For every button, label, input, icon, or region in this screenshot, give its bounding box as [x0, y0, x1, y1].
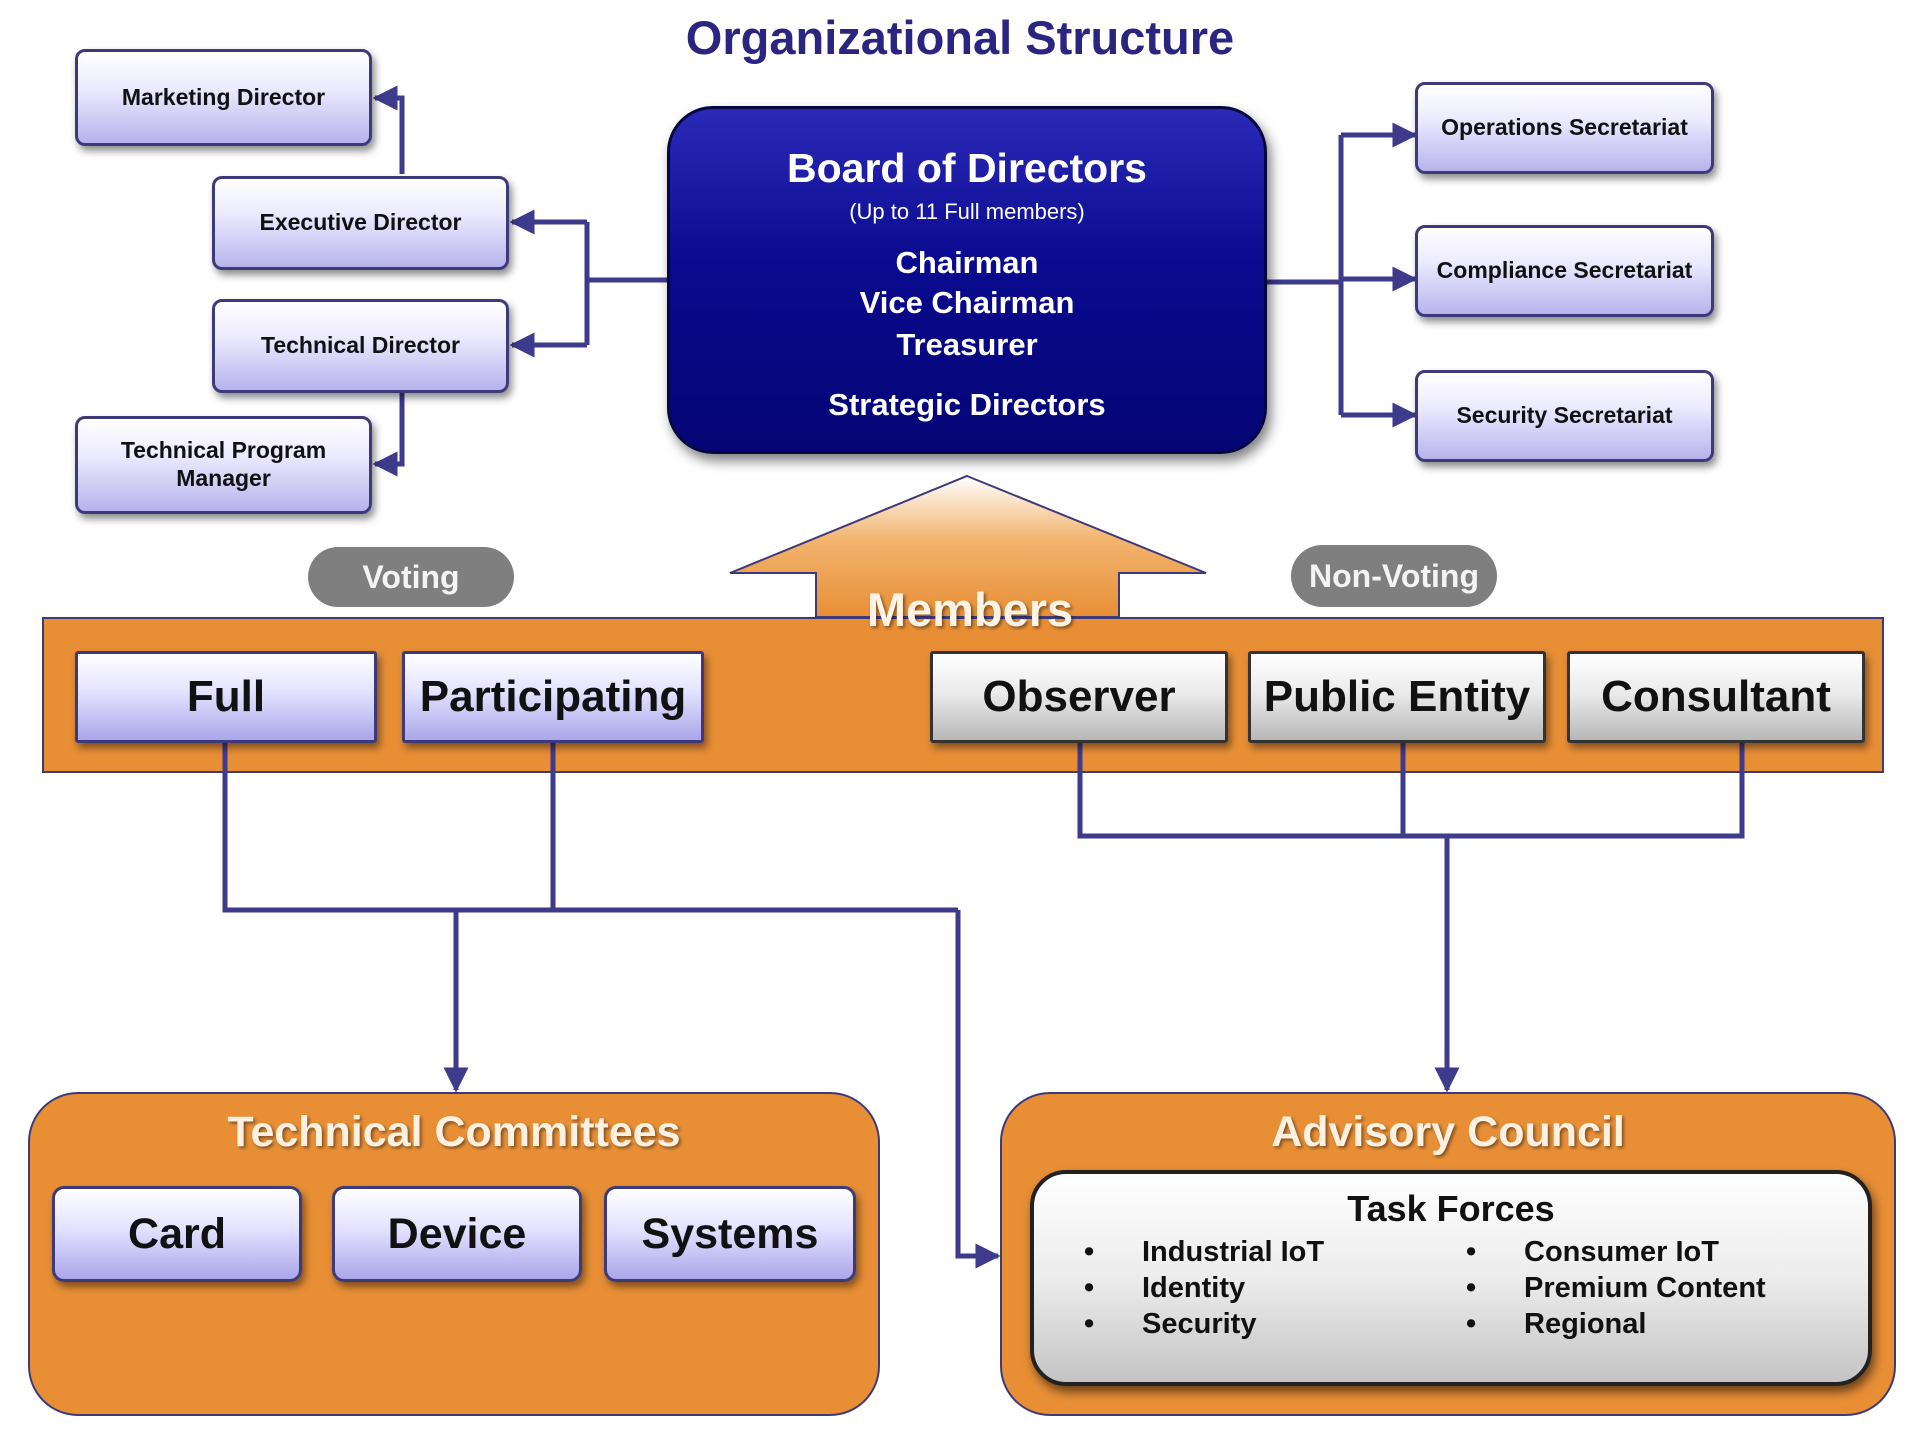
marketing-director-label: Marketing Director [121, 83, 326, 110]
technical-director-box: Technical Director [212, 299, 509, 393]
link-to-operations [1338, 135, 1415, 415]
member-full: Full [75, 651, 377, 743]
security-secretariat-box: Security Secretariat [1415, 370, 1714, 462]
technical-director-label: Technical Director [261, 332, 460, 359]
task-forces-box: Task Forces Industrial IoT Identity Secu… [1030, 1170, 1872, 1386]
diagram-title: Organizational Structure [685, 11, 1235, 64]
task-forces-list-left: Industrial IoT Identity Security [1084, 1234, 1324, 1342]
member-participating: Participating [402, 651, 704, 743]
operations-secretariat-label: Operations Secretariat [1441, 114, 1688, 141]
technical-program-manager-box: Technical Program Manager [75, 416, 372, 514]
board-of-directors: Board of Directors (Up to 11 Full member… [667, 106, 1267, 454]
task-force-item: Consumer IoT [1466, 1234, 1766, 1270]
task-force-item: Security [1084, 1306, 1324, 1342]
technical-committees-title: Technical Committees [227, 1108, 681, 1156]
operations-secretariat-box: Operations Secretariat [1415, 82, 1714, 174]
board-subtitle: (Up to 11 Full members) [849, 199, 1085, 224]
committee-device: Device [332, 1186, 582, 1282]
member-public-entity: Public Entity [1248, 651, 1546, 743]
task-force-item: Regional [1466, 1306, 1766, 1342]
task-forces-list-right: Consumer IoT Premium Content Regional [1466, 1234, 1766, 1342]
link-exec-to-marketing [372, 85, 405, 174]
executive-director-box: Executive Director [212, 176, 509, 270]
task-force-item: Premium Content [1466, 1270, 1766, 1306]
board-role-treasurer: Treasurer [896, 327, 1038, 362]
link-to-executive [512, 222, 590, 345]
members-label: Members [866, 583, 1074, 636]
nonvoting-pill: Non-Voting [1291, 545, 1497, 607]
members-up-arrow [729, 474, 1207, 618]
voting-pill: Voting [308, 547, 514, 607]
board-title: Board of Directors [787, 145, 1147, 191]
compliance-secretariat-box: Compliance Secretariat [1415, 225, 1714, 317]
link-tech-to-tpm [372, 392, 405, 477]
board-role-chairman: Chairman [895, 245, 1039, 280]
task-force-item: Identity [1084, 1270, 1324, 1306]
board-role-vice-chairman: Vice Chairman [859, 285, 1075, 320]
link-nonvoting-bus [1077, 743, 1745, 839]
link-full [222, 743, 958, 913]
member-consultant: Consultant [1567, 651, 1865, 743]
board-role-strategic-directors: Strategic Directors [828, 387, 1106, 422]
member-observer: Observer [930, 651, 1228, 743]
committee-card: Card [52, 1186, 302, 1282]
link-to-advisory-side [955, 910, 1001, 1269]
marketing-director-box: Marketing Director [75, 49, 372, 146]
executive-director-label: Executive Director [259, 209, 462, 236]
compliance-secretariat-label: Compliance Secretariat [1436, 257, 1693, 284]
committee-systems: Systems [604, 1186, 856, 1282]
task-force-item: Industrial IoT [1084, 1234, 1324, 1270]
task-forces-title: Task Forces [1347, 1188, 1555, 1229]
advisory-council-title: Advisory Council [1271, 1108, 1625, 1156]
technical-program-manager-label: Technical Program Manager [120, 437, 327, 491]
security-secretariat-label: Security Secretariat [1456, 402, 1673, 429]
